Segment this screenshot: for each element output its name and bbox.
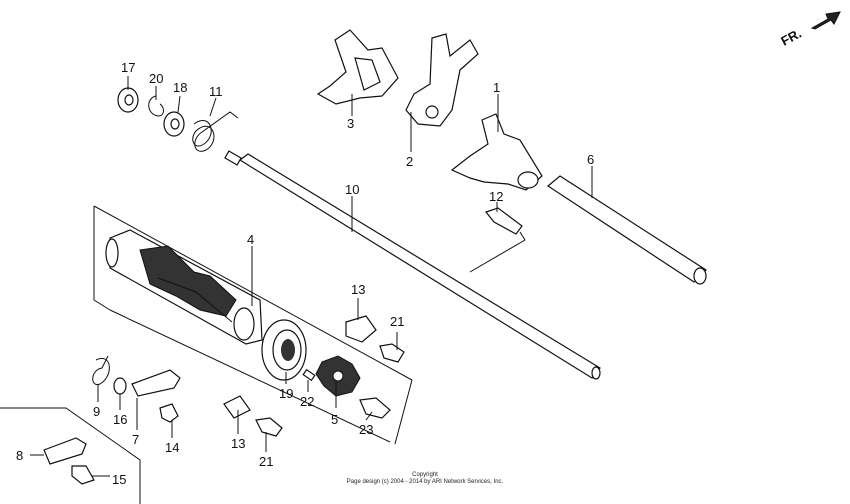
arm-8 xyxy=(43,437,87,465)
assembly-frame xyxy=(0,205,526,504)
callouts: 1 2 3 4 5 6 7 8 9 10 11 12 13 13 14 15 1… xyxy=(16,60,594,487)
callout-23: 23 xyxy=(359,422,373,437)
callout-21-lower: 21 xyxy=(259,454,273,469)
callout-3: 3 xyxy=(347,116,354,131)
bolt-15 xyxy=(71,465,95,485)
shift-fork-2 xyxy=(405,33,479,127)
callout-17: 17 xyxy=(121,60,135,75)
callout-21-upper: 21 xyxy=(390,314,404,329)
bearing xyxy=(261,319,307,381)
callout-16: 16 xyxy=(113,412,127,427)
callout-7: 7 xyxy=(132,432,139,447)
callout-18: 18 xyxy=(173,80,187,95)
direction-label: FR. xyxy=(778,26,804,49)
callout-11: 11 xyxy=(209,84,223,99)
shift-fork-shaft xyxy=(224,150,601,380)
callout-8: 8 xyxy=(16,448,23,463)
washer-16 xyxy=(113,377,127,395)
bolt-14 xyxy=(159,403,179,423)
callout-2: 2 xyxy=(406,154,413,169)
callout-10: 10 xyxy=(345,182,359,197)
callout-6: 6 xyxy=(587,152,594,167)
callout-5: 5 xyxy=(331,412,338,427)
leader-lines xyxy=(30,76,593,477)
callout-20: 20 xyxy=(149,71,163,86)
bolt-23 xyxy=(359,397,391,419)
copyright-line-1: Copyright xyxy=(412,472,438,478)
stopper-plate-lower xyxy=(223,395,251,419)
dowel-pin-22 xyxy=(302,368,316,382)
stopper-arm-7 xyxy=(131,369,181,397)
callout-9: 9 xyxy=(93,404,100,419)
guide-pin xyxy=(484,207,523,235)
callout-19: 19 xyxy=(279,386,293,401)
bolt-21-upper xyxy=(379,343,405,363)
circlip-20 xyxy=(148,95,164,117)
callout-22: 22 xyxy=(300,394,314,409)
copyright-line-2: Page design (c) 2004 - 2014 by ARI Netwo… xyxy=(347,479,504,485)
arrow-icon xyxy=(810,11,841,30)
copyright-notice: Copyright Page design (c) 2004 - 2014 by… xyxy=(347,472,504,485)
spring-11 xyxy=(192,111,239,152)
shift-drum xyxy=(105,229,263,345)
shift-fork-1 xyxy=(450,113,543,191)
callout-15: 15 xyxy=(112,472,126,487)
callout-14: 14 xyxy=(165,440,179,455)
bolt-21-lower xyxy=(255,417,283,437)
callout-1: 1 xyxy=(493,80,500,95)
washer-18 xyxy=(163,111,185,137)
washer-17 xyxy=(117,87,139,113)
drum-center-plate xyxy=(315,355,361,397)
callout-12: 12 xyxy=(489,189,503,204)
callout-4: 4 xyxy=(247,232,254,247)
stopper-plate-upper xyxy=(345,315,377,343)
callout-13-upper: 13 xyxy=(351,282,365,297)
callout-13-lower: 13 xyxy=(231,436,245,451)
shift-fork-3 xyxy=(316,29,399,105)
spring-9 xyxy=(92,355,110,386)
shift-fork-shaft-short xyxy=(546,175,707,285)
front-direction-indicator: FR. xyxy=(778,11,841,49)
